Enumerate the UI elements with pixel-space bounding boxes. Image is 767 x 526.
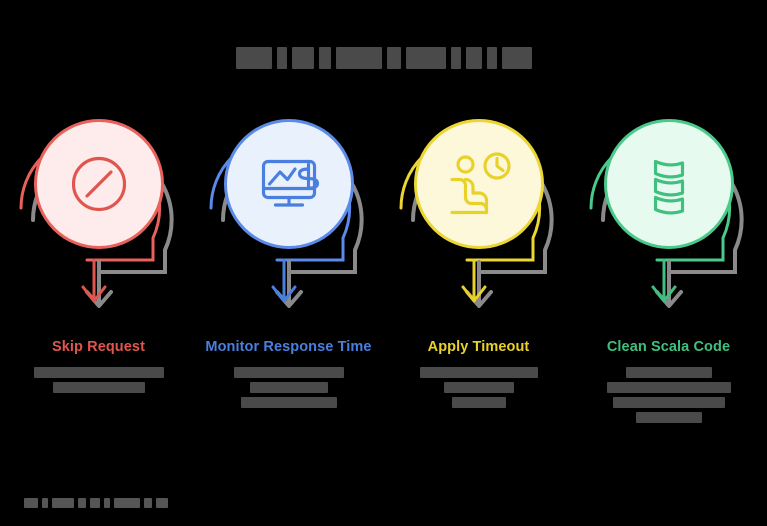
redacted-text-block	[156, 498, 168, 508]
redacted-text-block	[419, 366, 538, 378]
process-step: Apply Timeout	[395, 100, 563, 423]
redacted-text-block	[235, 47, 272, 69]
redacted-text-block	[52, 498, 74, 508]
process-step: Clean Scala Code	[585, 100, 753, 423]
redacted-text-block	[405, 47, 446, 69]
redacted-text-block	[90, 498, 100, 508]
process-steps-row: Skip Request Monitor Response Time Apply T…	[0, 100, 767, 423]
step-subtitle	[419, 366, 538, 408]
step-icon-disc	[223, 119, 354, 249]
monitor-chart-dollar-icon	[253, 148, 325, 220]
redacted-text-block	[42, 498, 48, 508]
step-label: Skip Request	[51, 339, 146, 355]
redacted-text-block	[249, 381, 328, 393]
process-step: Monitor Response Time	[205, 100, 373, 423]
redacted-text-block	[33, 366, 164, 378]
redacted-text-block	[24, 498, 38, 508]
redacted-text-block	[335, 47, 382, 69]
redacted-text-block	[114, 498, 140, 508]
redacted-text-block	[291, 47, 314, 69]
footer-note	[24, 498, 168, 508]
redacted-text-block	[486, 47, 497, 69]
page-title	[0, 43, 767, 73]
step-subtitle	[233, 366, 344, 408]
step-circle-group	[15, 100, 183, 330]
redacted-text-block	[276, 47, 287, 69]
step-label: Apply Timeout	[427, 339, 530, 355]
redacted-text-block	[625, 366, 712, 378]
redacted-text-block	[465, 47, 482, 69]
page-title-redacted-text	[235, 47, 532, 69]
redacted-text-block	[386, 47, 401, 69]
step-label: Clean Scala Code	[606, 339, 731, 355]
process-step: Skip Request	[15, 100, 183, 423]
person-waiting-clock-icon	[443, 148, 515, 220]
step-subtitle	[33, 366, 164, 393]
redacted-text-block	[78, 498, 86, 508]
step-subtitle	[606, 366, 731, 423]
redacted-text-block	[612, 396, 725, 408]
step-circle-group	[585, 100, 753, 330]
step-label: Monitor Response Time	[205, 339, 372, 355]
redacted-text-block	[606, 381, 731, 393]
step-circle-group	[395, 100, 563, 330]
prohibition-icon	[63, 148, 135, 220]
step-circle-group	[205, 100, 373, 330]
redacted-text-block	[318, 47, 331, 69]
redacted-text-block	[451, 396, 506, 408]
step-icon-disc	[33, 119, 164, 249]
redacted-text-block	[443, 381, 514, 393]
redacted-text-block	[104, 498, 110, 508]
step-icon-disc	[413, 119, 544, 249]
scala-logo-icon	[633, 148, 705, 220]
redacted-text-block	[240, 396, 337, 408]
redacted-text-block	[52, 381, 145, 393]
redacted-text-block	[501, 47, 532, 69]
step-icon-disc	[603, 119, 734, 249]
redacted-text-block	[635, 411, 702, 423]
redacted-text-block	[144, 498, 152, 508]
redacted-text-block	[233, 366, 344, 378]
redacted-text-block	[450, 47, 461, 69]
